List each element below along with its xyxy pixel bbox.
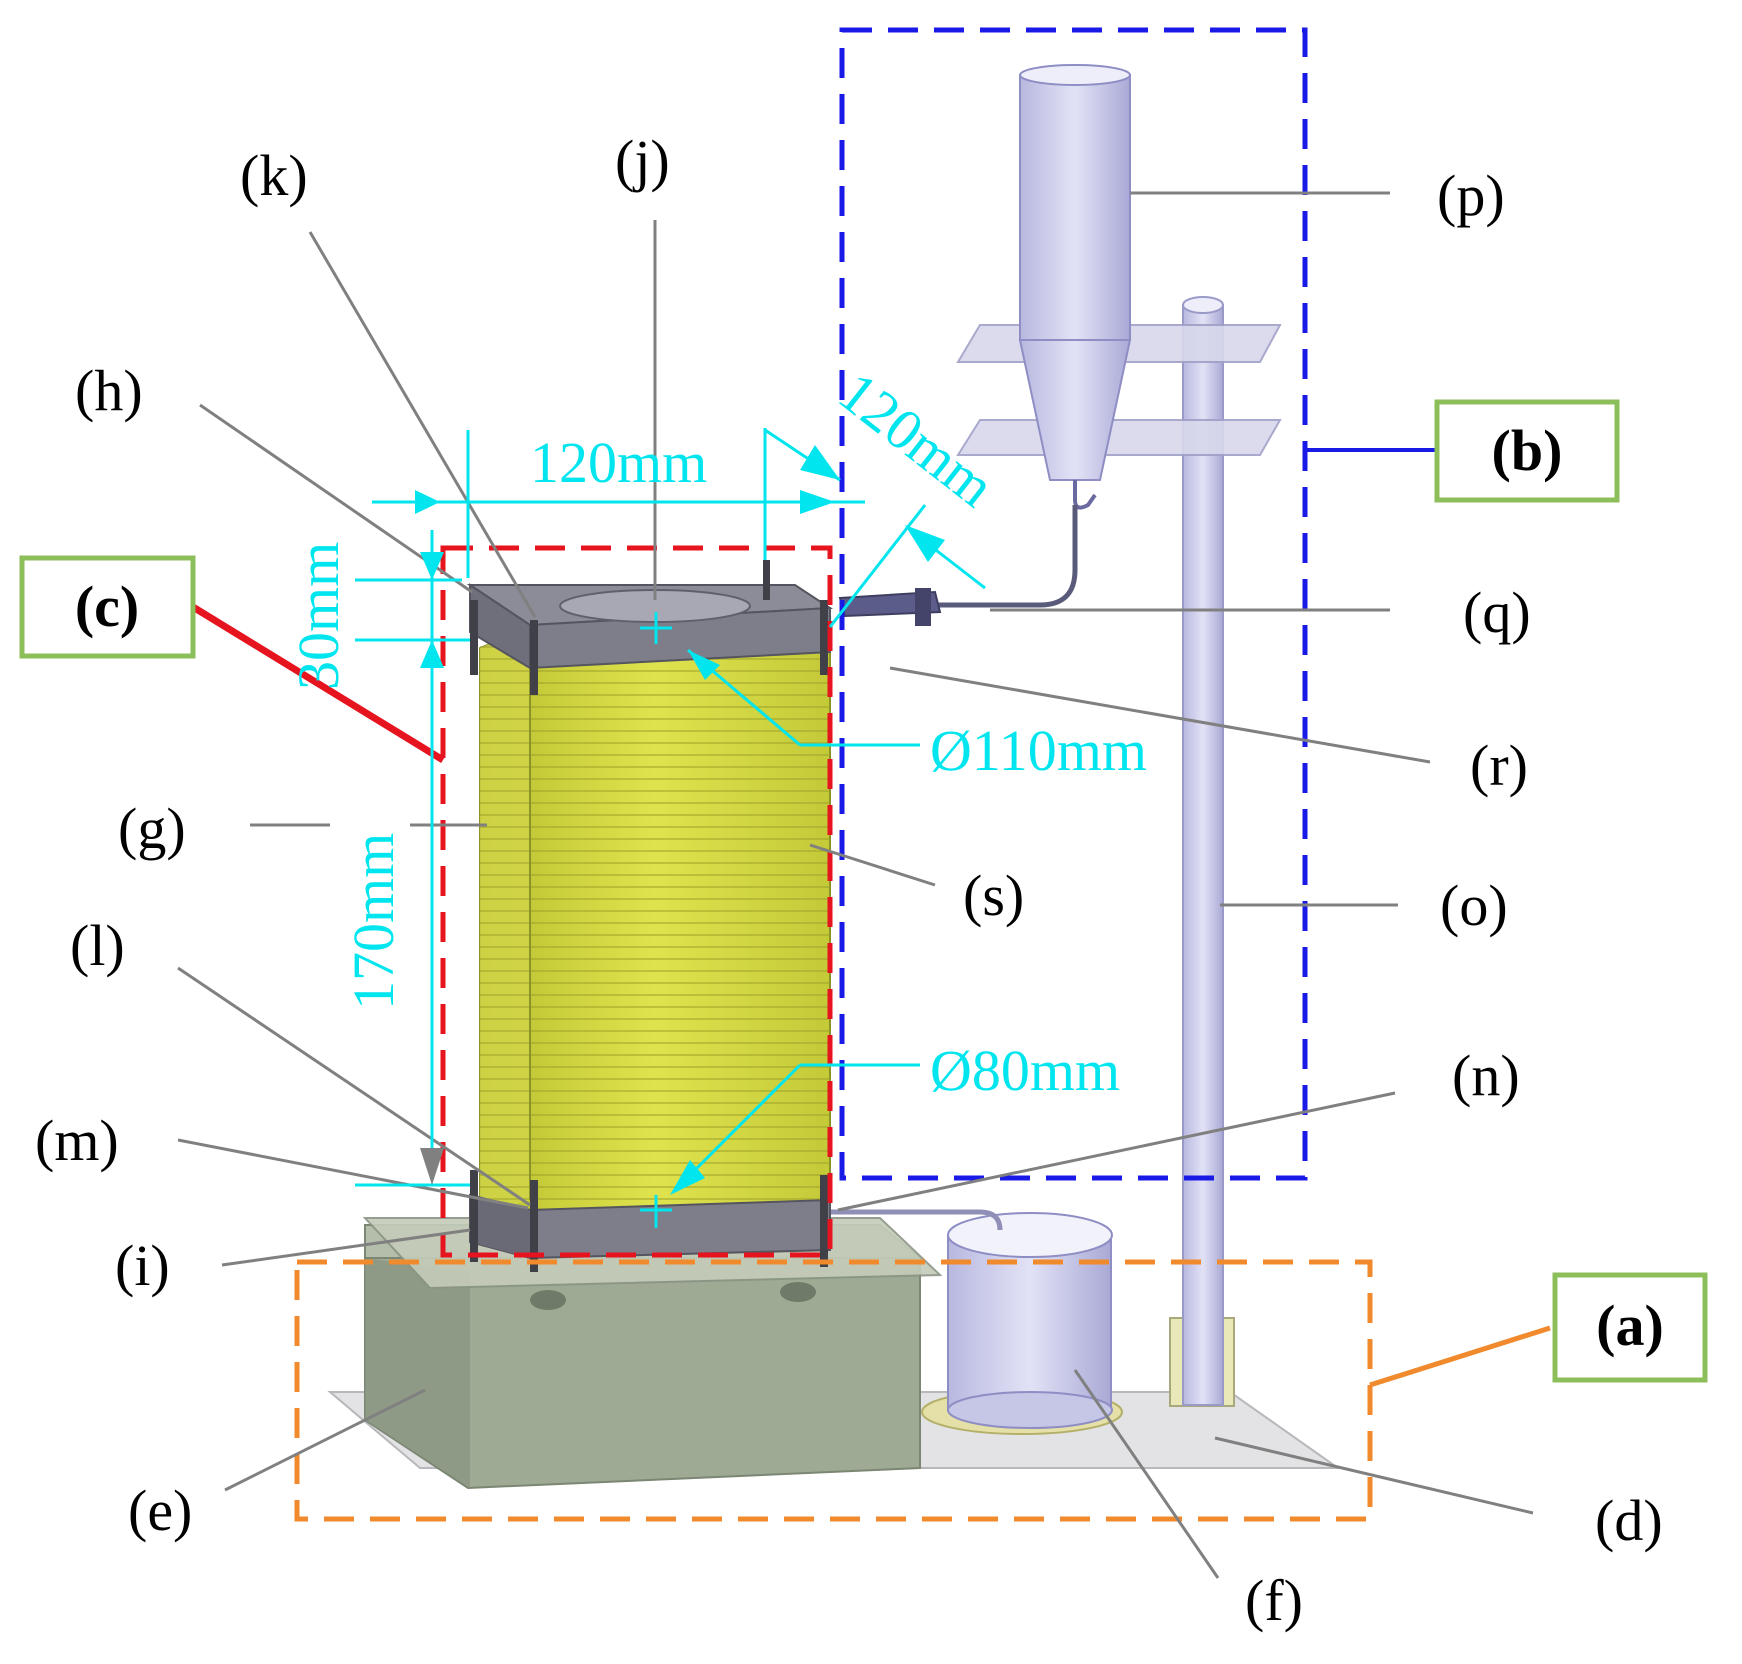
top-cap	[466, 560, 834, 695]
water-reservoir	[956, 64, 1282, 510]
dimension-lines	[355, 428, 986, 1228]
frame-c	[19, 555, 196, 659]
label-h: (h)	[75, 358, 143, 423]
measuring-tube	[1169, 296, 1235, 1407]
label-n: (n)	[1452, 1043, 1520, 1108]
label-j: (j)	[615, 128, 670, 193]
connector-c	[191, 604, 445, 763]
label-a: (a)	[1596, 1293, 1664, 1358]
dim-bottom-diameter: Ø80mm	[930, 1038, 1120, 1103]
label-f: (f)	[1245, 1568, 1303, 1633]
dim-top-diameter: Ø110mm	[930, 718, 1147, 783]
label-o: (o)	[1440, 873, 1508, 938]
inlet-hose	[838, 505, 1078, 626]
dim-column-height: 170mm	[341, 833, 406, 1010]
label-s: (s)	[963, 863, 1024, 928]
bottom-cap	[469, 1170, 831, 1272]
box-c	[440, 545, 833, 1258]
box-b	[839, 27, 1308, 1181]
stand-block	[362, 1217, 943, 1490]
label-k: (k)	[240, 143, 308, 208]
collecting-beaker	[921, 1212, 1123, 1435]
label-r: (r)	[1470, 733, 1528, 798]
label-g: (g)	[118, 796, 186, 861]
label-p: (p)	[1437, 163, 1505, 228]
label-b: (b)	[1492, 418, 1563, 483]
label-l: (l)	[70, 913, 125, 978]
outlet-hose	[830, 1209, 1003, 1231]
label-e: (e)	[128, 1478, 192, 1543]
connector-a	[1369, 1325, 1551, 1388]
label-q: (q)	[1463, 580, 1531, 645]
label-i: (i)	[115, 1233, 170, 1298]
frame-b	[1434, 399, 1620, 503]
frame-a	[1552, 1272, 1708, 1383]
label-c: (c)	[75, 574, 139, 639]
dim-lid-height: 30mm	[286, 542, 351, 690]
dim-width-top: 120mm	[530, 430, 707, 495]
label-m: (m)	[35, 1108, 119, 1173]
soil-column	[479, 627, 831, 1218]
label-d: (d)	[1595, 1488, 1663, 1553]
box-a	[294, 1259, 1373, 1522]
